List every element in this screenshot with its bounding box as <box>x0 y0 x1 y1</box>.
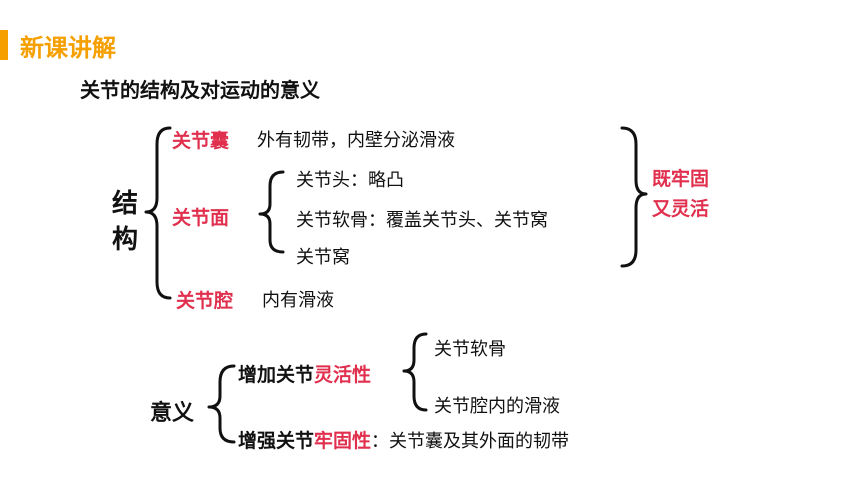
page-subtitle: 关节的结构及对运动的意义 <box>80 78 320 102</box>
capsule-desc: 外有韧带，内壁分泌滑液 <box>257 130 455 151</box>
cavity-term: 关节腔 <box>176 290 234 312</box>
header-accent-bar <box>0 30 8 60</box>
conclusion-line-2: 又灵活 <box>652 198 710 220</box>
cavity-desc: 内有滑液 <box>262 290 334 311</box>
firmness-suffix: ：关节囊及其外面的韧带 <box>371 431 570 452</box>
surface-left-brace <box>258 170 285 254</box>
firmness-prefix: 增强关节 <box>238 430 315 452</box>
structure-label: 结构 <box>112 189 139 255</box>
surface-item-cartilage: 关节软骨：覆盖关节头、关节窝 <box>296 210 548 231</box>
conclusion-line-1: 既牢固 <box>652 168 710 190</box>
flexibility-reason-synovial: 关节腔内的滑液 <box>434 396 560 417</box>
header-title: 新课讲解 <box>20 34 116 62</box>
structure-left-brace <box>144 126 172 300</box>
flexibility-reason-cartilage: 关节软骨 <box>434 339 506 360</box>
flexibility-highlight: 灵活性 <box>314 364 372 386</box>
flexibility-line: 增加关节灵活性 <box>238 360 371 387</box>
firmness-highlight: 牢固性 <box>314 430 372 452</box>
surface-term: 关节面 <box>172 207 230 229</box>
structure-right-brace <box>620 126 648 268</box>
significance-left-brace <box>207 364 236 444</box>
firmness-line: 增强关节牢固性：关节囊及其外面的韧带 <box>238 426 569 453</box>
flexibility-left-brace <box>402 332 428 412</box>
surface-item-head: 关节头：略凸 <box>296 170 404 191</box>
surface-item-socket: 关节窝 <box>296 247 350 268</box>
flexibility-prefix: 增加关节 <box>238 364 315 386</box>
significance-label: 意义 <box>150 401 195 426</box>
capsule-term: 关节囊 <box>172 130 230 152</box>
